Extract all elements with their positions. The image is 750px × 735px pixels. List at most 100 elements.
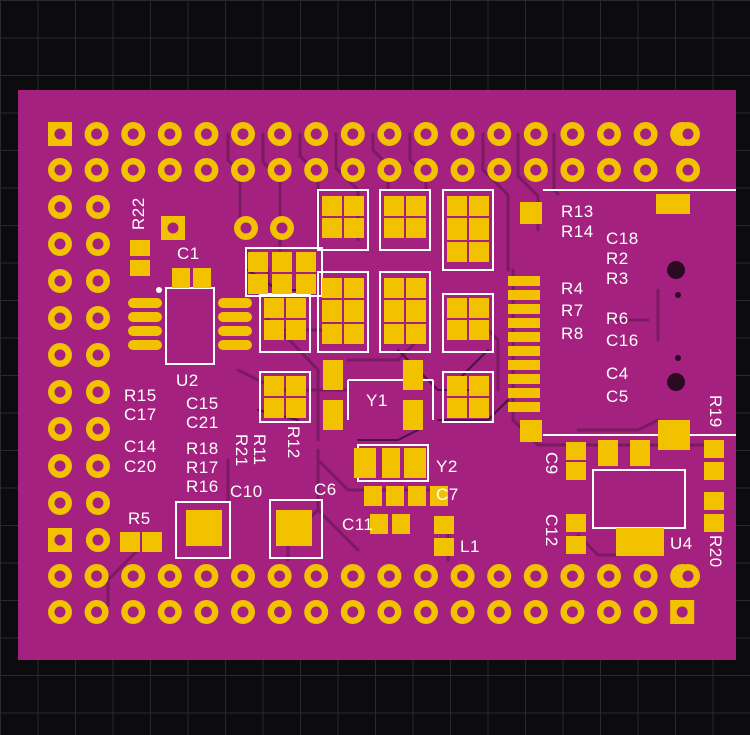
header-left-pin-drill [54,312,66,324]
header-bottom-pin-drill [200,606,212,618]
ref-c7: C7 [436,485,459,504]
pad-r22 [130,240,150,256]
header-top-pin-drill [682,128,694,140]
pad-c6-c7 [364,486,382,506]
pad-connector [508,360,540,370]
pad-rpack [447,242,467,262]
pad-u4 [630,440,650,466]
header-top-pin-drill [237,128,249,140]
ref-c15: C15 [186,394,219,413]
pad-u4 [658,420,690,450]
pad-c12 [566,514,586,532]
header-left-pin-drill [92,349,104,361]
pad-c9 [566,442,586,460]
pad-c10 [276,510,312,546]
pad-rpack [344,196,364,216]
pad-rpack [322,196,342,216]
header-top-pin-drill [493,128,505,140]
pad-rpack [344,218,364,238]
slot-holes [667,261,685,391]
pad-rpack [384,218,404,238]
ref-r6: R6 [606,309,629,328]
pad-rpack [447,398,467,418]
ref-y2: Y2 [436,457,458,476]
header-top-pin-drill [383,164,395,176]
header-left-pin-drill [54,238,66,250]
pad-rpack [286,298,306,318]
pad-u2 [128,298,162,308]
pad-u4 [616,528,664,556]
pad-rpack [469,242,489,262]
pin-drill [240,222,252,234]
pad-rpack [286,320,306,340]
header-bottom-pin-drill [640,606,652,618]
pad-u2 [128,312,162,322]
ref-r12: R12 [284,426,303,459]
pad-c12 [566,536,586,554]
ref-r21: R21 [232,434,251,467]
ref-r5: R5 [128,509,151,528]
pad-y1 [403,400,423,430]
pad-rpack [322,218,342,238]
pad-r19 [704,462,724,480]
pad-connector [508,304,540,314]
header-left-pin-drill [92,275,104,287]
pad-rpack [384,278,404,298]
pad-rpack [344,302,364,322]
pad-connector [508,276,540,286]
header-bottom-pin-drill [200,570,212,582]
pad-connector [656,194,690,214]
header-top-pin-drill [530,128,542,140]
pin-drill [276,222,288,234]
header-left-pin-drill [92,423,104,435]
header-top-pin-drill [91,164,103,176]
ref-r4: R4 [561,279,584,298]
pad-connector [520,202,542,224]
ref-r15: R15 [124,386,157,405]
pad-rpack [469,320,489,340]
pad-rpack [264,320,284,340]
pad-rpack [406,302,426,322]
pad-rpack [272,274,292,294]
header-bottom-pin-drill [54,570,66,582]
pad-rpack [384,324,404,344]
pad-rpack [344,278,364,298]
header-top-pin-drill [347,128,359,140]
pad-connector [520,420,542,442]
header-top-pin-drill [91,128,103,140]
pad-u2 [128,340,162,350]
header-bottom-pin-drill [91,606,103,618]
header-top-pin-drill [457,164,469,176]
header-bottom-pin-drill [493,570,505,582]
header-bottom-pin-drill [164,606,176,618]
pad-y1 [323,360,343,390]
pad-r19 [704,440,724,458]
pad-u2 [218,326,252,336]
header-left-pin-drill [92,497,104,509]
header-top-pin-drill [682,164,694,176]
pad-r5 [120,532,140,552]
header-bottom-pin-drill [237,606,249,618]
pad-rpack [264,376,284,396]
header-top-pin-drill [603,128,615,140]
ref-y1: Y1 [366,391,388,410]
header-top-pin-drill [420,164,432,176]
header-top-pin-drill [54,164,66,176]
header-bottom-pin-drill [530,606,542,618]
header-pins [48,122,700,624]
pad-r22 [130,260,150,276]
pad-c6-c7 [430,486,448,506]
pad-rpack [248,252,268,272]
ref-r19: R19 [706,395,725,428]
ref-c17: C17 [124,405,157,424]
ref-r18: R18 [186,439,219,458]
header-top-pin-drill [127,128,139,140]
pad-rpack [469,398,489,418]
ref-c14: C14 [124,437,157,456]
pin-drill [167,222,179,234]
ref-u4: U4 [670,534,693,553]
pad-r20 [704,492,724,510]
pad-rpack [469,220,489,240]
pad-c11 [392,514,410,534]
header-bottom-pin-drill [383,570,395,582]
